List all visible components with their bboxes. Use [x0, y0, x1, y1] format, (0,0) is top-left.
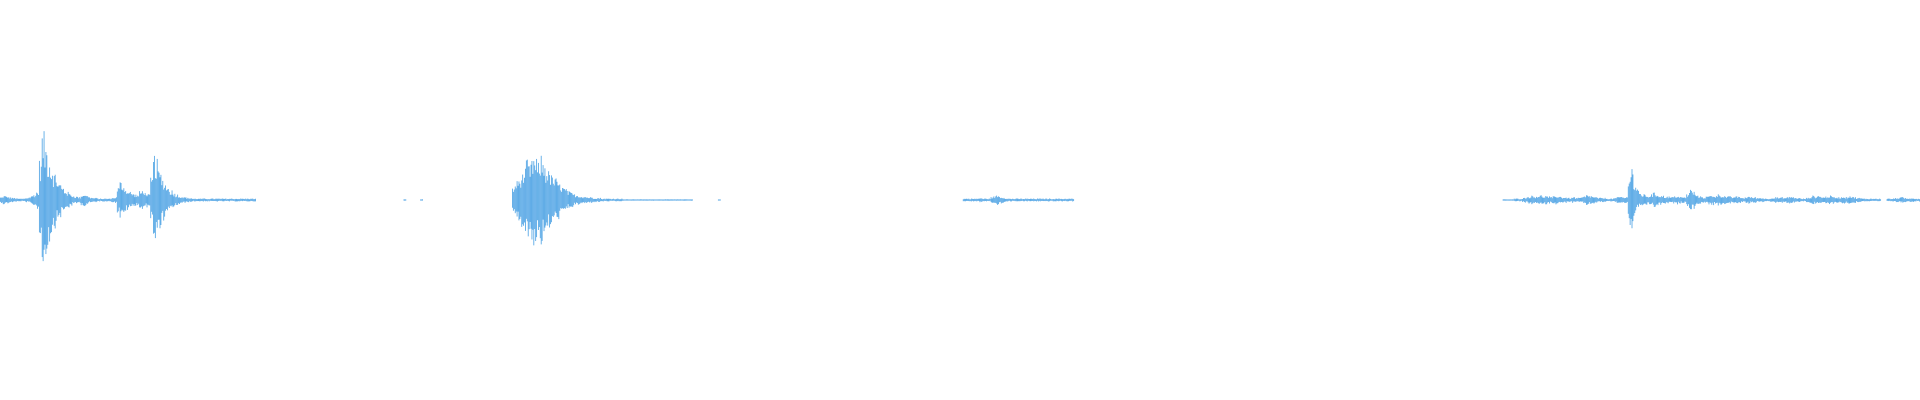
waveform-bars: [0, 131, 1920, 262]
